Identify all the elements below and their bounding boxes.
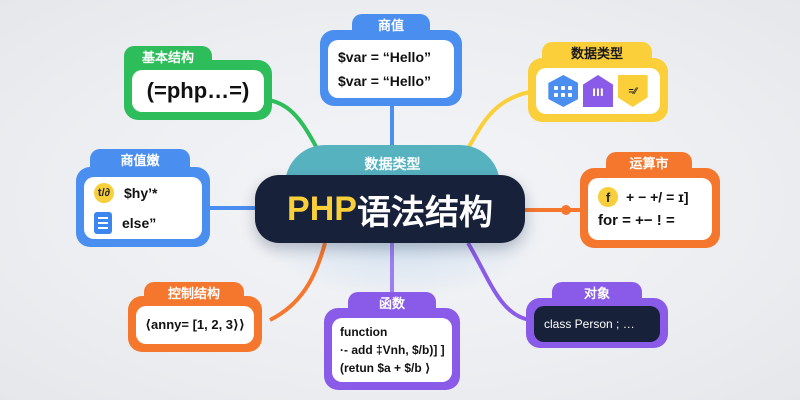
code-line: for = +− ! = (598, 212, 675, 229)
node-label: 基本结构 (124, 46, 212, 74)
node-label: 函数 (348, 292, 436, 320)
icon-text: t/∂ (97, 187, 111, 199)
code-line: ⟨anny= [1, 2, 3⟩⟩ (145, 317, 245, 332)
node-data-types[interactable]: 数据类型 ııı =⁄⁄ (528, 42, 668, 122)
grid-hexagon-icon (548, 75, 579, 107)
icon-text: f (605, 189, 611, 205)
node-label: 数据类型 (542, 42, 652, 70)
code-line: ·- add ‡Vnh, $/b)] ] (340, 343, 445, 357)
node-operators[interactable]: 运算市 f + − +/ = ɪ] for = +− ! = (580, 152, 720, 248)
title-rest: 语法结构 (356, 193, 493, 232)
node-label: 控制结构 (144, 282, 244, 310)
node-conditions[interactable]: 商值嫩 t/∂ $hy’* else” (76, 149, 210, 247)
document-icon (94, 212, 112, 234)
node-variables[interactable]: 商值 $var = “Hello” $var = “Hello” (320, 14, 462, 106)
node-functions[interactable]: 函数 function ·- add ‡Vnh, $/b)] ] (retun … (324, 292, 460, 390)
node-label: 对象 (552, 282, 642, 310)
link-data-types (466, 90, 531, 150)
code-line: else” (122, 215, 157, 231)
code-line: $hy’* (124, 185, 158, 201)
condition-icon: t/∂ (94, 183, 114, 203)
icon-text: =⁄⁄ (628, 86, 637, 96)
link-operators-dot (561, 205, 571, 215)
code-line: class Person ; … (544, 317, 635, 331)
tools-pentagon-icon: ııı (582, 75, 613, 107)
node-label: 商值嫩 (90, 149, 190, 177)
center-tab-label: 数据类型 (364, 156, 421, 172)
code-line: $var = “Hello” (338, 49, 431, 65)
function-icon: f (598, 187, 618, 207)
node-control[interactable]: 控制结构 ⟨anny= [1, 2, 3⟩⟩ (128, 282, 262, 352)
code-line: (=php…=) (146, 78, 250, 103)
node-objects[interactable]: 对象 class Person ; … (526, 282, 668, 348)
node-basic-structure[interactable]: 基本结构 (=php…=) (124, 46, 272, 120)
code-line: function (340, 325, 388, 339)
link-control (269, 242, 327, 322)
title-highlight: PHP (287, 189, 357, 228)
equals-tag-icon: =⁄⁄ (617, 75, 648, 107)
code-line: (retun $a + $/b ⟩ (340, 361, 431, 375)
node-label: 商值 (352, 14, 430, 42)
node-label: 运算市 (606, 152, 692, 180)
code-line: + − +/ = ɪ] (626, 189, 689, 205)
link-objects (466, 241, 531, 322)
code-line: $var = “Hello” (338, 73, 431, 89)
